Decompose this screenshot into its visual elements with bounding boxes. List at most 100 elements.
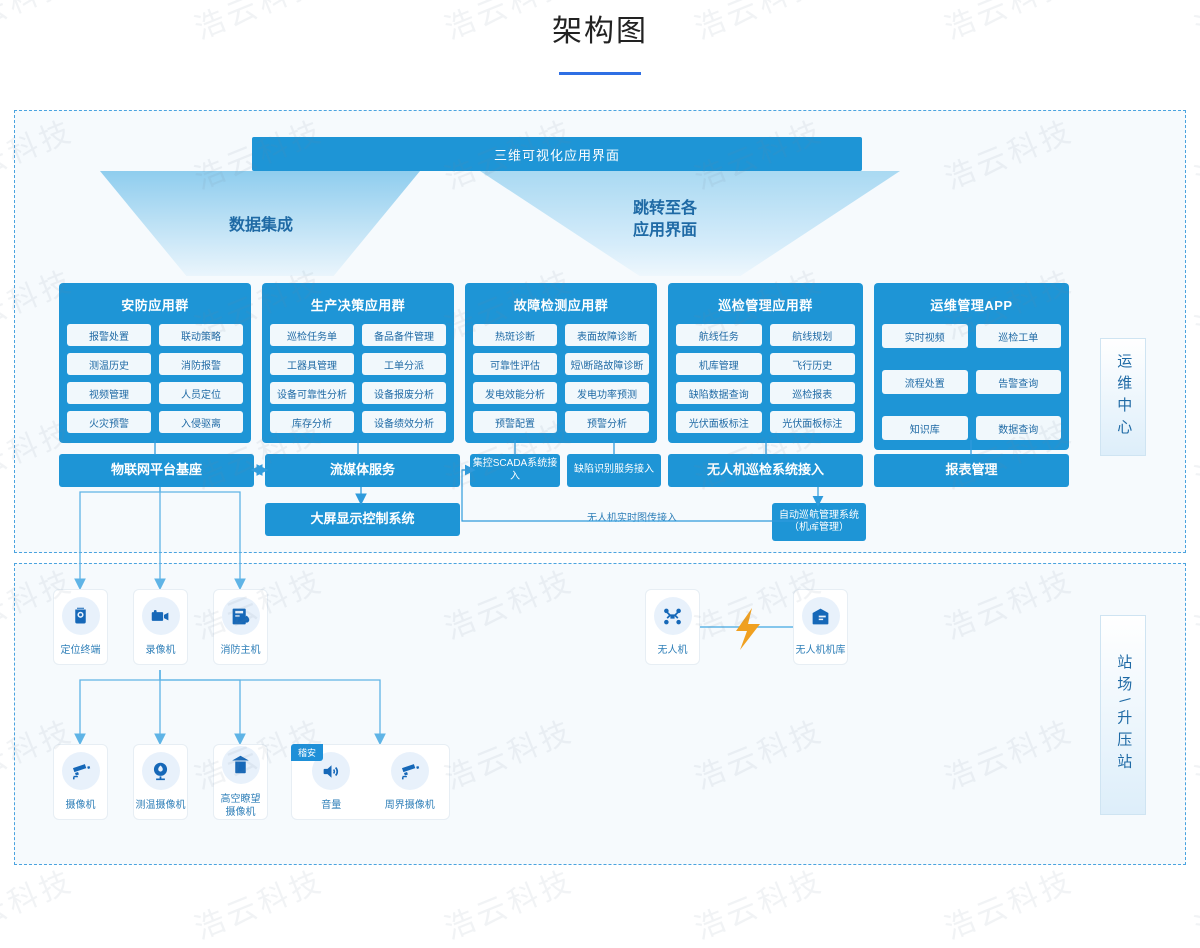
auto-cruise-management-system[interactable]: 自动巡航管理系统 （机库管理） [772,503,866,541]
device-label: 音量 [321,800,342,811]
uav-realtime-video-label: 无人机实时图传接入 [587,513,677,524]
app-chip[interactable]: 备品备件管理 [362,324,446,346]
drone-hangar-icon [801,597,840,635]
app-group-fault-detection: 故障检测应用群 热斑诊断 表面故障诊断 可靠性评估 短\断路故障诊断 发电效能分… [465,283,657,443]
group-items: 航线任务 航线规划 机库管理 飞行历史 缺陷数据查询 巡检报表 光伏面板标注 光… [676,324,855,433]
app-chip[interactable]: 预警分析 [565,411,649,433]
app-chip[interactable]: 设备可靠性分析 [270,382,354,404]
lightning-icon [736,608,760,650]
watchtower-camera-icon [221,745,260,784]
auto-cruise-line2: （机库管理） [789,522,849,533]
app-chip[interactable]: 短\断路故障诊断 [565,353,649,375]
device-label: 无人机 [657,645,688,656]
funnel-right-label-line1: 跳转至各 [632,200,697,217]
device-video-recorder[interactable]: 录像机 [133,589,188,665]
app-chip[interactable]: 飞行历史 [769,353,855,375]
app-chip[interactable]: 入侵驱离 [159,411,243,433]
app-chip[interactable]: 巡检工单 [975,324,1061,348]
group-items: 巡检任务单 备品备件管理 工器具管理 工单分派 设备可靠性分析 设备报废分析 库… [270,324,446,433]
app-chip[interactable]: 数据查询 [975,416,1061,440]
auto-cruise-line1: 自动巡航管理系统 [779,509,859,521]
app-chip[interactable]: 发电功率预测 [565,382,649,404]
app-chip[interactable]: 流程处置 [882,370,968,394]
app-chip[interactable]: 可靠性评估 [473,353,557,375]
page-title: 架构图 [552,14,648,49]
device-group-security-audit: 稽安 音量 周界摄像机 [291,744,450,820]
page-title-wrap: 架构图 [0,6,1200,75]
device-label: 摄像机 [65,800,96,811]
device-label-line1: 高空瞭望 [220,793,261,805]
group-title: 生产决策应用群 [310,298,406,313]
group-title: 运维管理APP [930,298,1013,313]
device-fire-control-host[interactable]: 消防主机 [213,589,268,665]
app-group-ops-app: 运维管理APP 实时视频 巡检工单 流程处置 告警查询 知识库 数据查询 [874,283,1069,450]
app-group-inspection: 巡检管理应用群 航线任务 航线规划 机库管理 飞行历史 缺陷数据查询 巡检报表 … [668,283,863,443]
app-chip[interactable]: 缺陷数据查询 [676,382,762,404]
funnel-left-label: 数据集成 [228,217,293,234]
side-label-station: 站场\升压站 [1100,615,1146,815]
platform-streaming[interactable]: 流媒体服务 [265,454,460,487]
app-chip[interactable]: 联动策略 [159,324,243,346]
app-chip[interactable]: 表面故障诊断 [565,324,649,346]
locator-terminal-icon [61,597,100,635]
platform-report-mgmt[interactable]: 报表管理 [874,454,1069,487]
app-chip[interactable]: 实时视频 [882,324,968,348]
video-recorder-icon [141,597,180,635]
device-label: 消防主机 [220,645,261,656]
platform-scada-access[interactable]: 集控SCADA系统接入 [470,454,560,487]
device-drone[interactable]: 无人机 [645,589,700,665]
title-underline [559,72,641,75]
app-chip[interactable]: 机库管理 [676,353,762,375]
app-chip[interactable]: 库存分析 [270,411,354,433]
app-chip[interactable]: 设备报废分析 [362,382,446,404]
app-chip[interactable]: 巡检任务单 [270,324,354,346]
app-chip[interactable]: 告警查询 [975,370,1061,394]
app-chip[interactable]: 光伏面板标注 [769,411,855,433]
app-chip[interactable]: 发电效能分析 [473,382,557,404]
device-thermal-camera[interactable]: 测温摄像机 [133,744,188,820]
connector-wires [74,440,972,746]
app-chip[interactable]: 设备绩效分析 [362,411,446,433]
drone-icon [653,597,692,635]
app-chip[interactable]: 火灾预警 [67,411,151,433]
app-chip[interactable]: 预警配置 [473,411,557,433]
device-locator-terminal[interactable]: 定位终端 [53,589,108,665]
thermal-camera-icon [141,752,180,790]
app-chip[interactable]: 视频管理 [67,382,151,404]
group-items: 热斑诊断 表面故障诊断 可靠性评估 短\断路故障诊断 发电效能分析 发电功率预测… [473,324,649,433]
group-title: 故障检测应用群 [513,298,609,313]
app-chip[interactable]: 报警处置 [67,324,151,346]
device-label: 录像机 [145,645,176,656]
app-chip[interactable]: 航线任务 [676,324,762,346]
device-camera[interactable]: 摄像机 [53,744,108,820]
app-group-security: 安防应用群 报警处置 联动策略 测温历史 消防报警 视频管理 人员定位 火灾预警… [59,283,251,443]
app-chip[interactable]: 光伏面板标注 [676,411,762,433]
group-items: 实时视频 巡检工单 流程处置 告警查询 知识库 数据查询 [882,324,1061,440]
device-label: 测温摄像机 [135,800,186,811]
device-drone-hangar[interactable]: 无人机机库 [793,589,848,665]
device-perimeter-camera[interactable]: 周界摄像机 [371,745,450,819]
device-label: 无人机机库 [795,645,846,656]
group-title: 巡检管理应用群 [718,298,813,313]
device-group-badge: 稽安 [291,744,324,761]
app-chip[interactable]: 知识库 [882,416,968,440]
app-chip[interactable]: 消防报警 [159,353,243,375]
side-label-ops-center: 运维中心 [1100,338,1146,456]
device-watchtower-camera[interactable]: 高空瞭望 摄像机 [213,744,268,820]
app-chip[interactable]: 热斑诊断 [473,324,557,346]
funnel-right-label: 跳转至各 应用界面 [595,198,735,241]
platform-uav-system[interactable]: 无人机巡检系统接入 [668,454,863,487]
app-chip[interactable]: 人员定位 [159,382,243,404]
app-chip[interactable]: 工器具管理 [270,353,354,375]
app-chip[interactable]: 航线规划 [769,324,855,346]
platform-iot-base[interactable]: 物联网平台基座 [59,454,254,487]
app-chip[interactable]: 测温历史 [67,353,151,375]
big-screen-control-system[interactable]: 大屏显示控制系统 [265,503,460,536]
platform-defect-service[interactable]: 缺陷识别服务接入 [567,454,661,487]
funnel-right-label-line2: 应用界面 [632,221,697,239]
app-chip[interactable]: 工单分派 [362,353,446,375]
group-items: 报警处置 联动策略 测温历史 消防报警 视频管理 人员定位 火灾预警 入侵驱离 [67,324,243,433]
visualization-interface-bar[interactable]: 三维可视化应用界面 [252,137,862,171]
app-chip[interactable]: 巡检报表 [769,382,855,404]
device-label: 高空瞭望 摄像机 [221,793,261,819]
